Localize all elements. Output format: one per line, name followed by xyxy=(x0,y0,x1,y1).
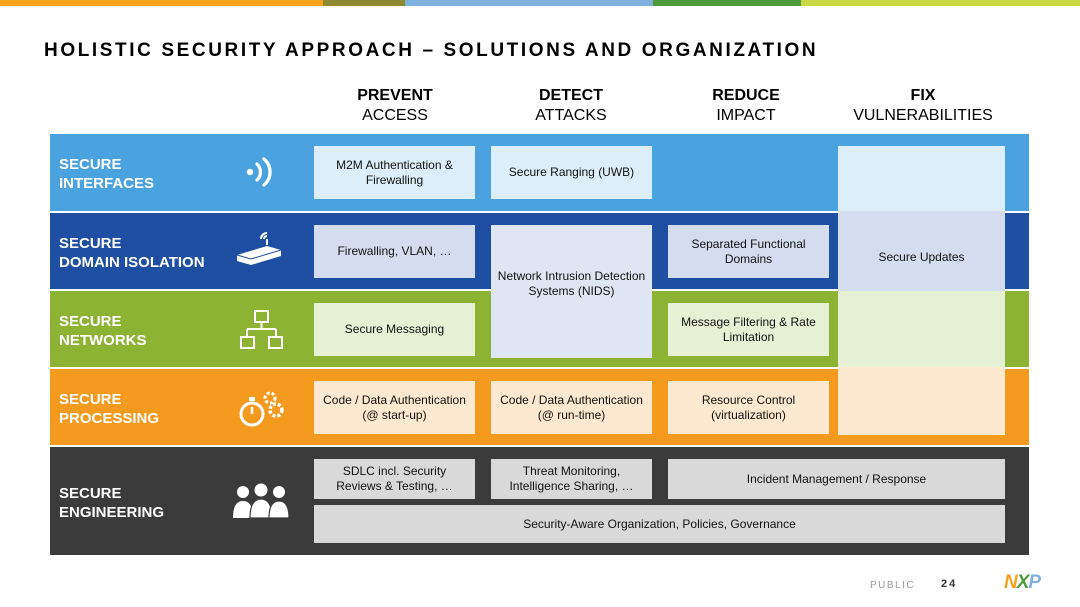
stopwatch-gears-icon xyxy=(239,391,284,427)
cell-threat-monitoring: Threat Monitoring, Intelligence Sharing,… xyxy=(491,459,652,499)
row-label-line2: ENGINEERING xyxy=(59,504,165,521)
top-bar-orange xyxy=(0,0,323,6)
cell-message-filtering: Message Filtering & Rate Limitation xyxy=(668,303,829,356)
row-label-processing: SECURE PROCESSING xyxy=(59,390,159,428)
row-label-interfaces: SECURE INTERFACES xyxy=(59,155,154,193)
logo-letter-p: P xyxy=(1028,572,1041,593)
classification-label: PUBLIC xyxy=(870,580,916,591)
row-label-line2: PROCESSING xyxy=(59,410,160,427)
row-label-line2: NETWORKS xyxy=(59,332,147,349)
top-bar-blue xyxy=(405,0,653,6)
cell-secure-ranging: Secure Ranging (UWB) xyxy=(491,146,652,199)
row-label-domain-isolation: SECURE DOMAIN ISOLATION xyxy=(59,234,205,272)
column-header-line2: VULNERABILITIES xyxy=(853,107,993,124)
column-header-line1: PREVENT xyxy=(357,87,433,104)
row-label-engineering: SECURE ENGINEERING xyxy=(59,484,164,522)
column-header-line2: ATTACKS xyxy=(535,107,607,124)
column-header-detect: DETECT ATTACKS xyxy=(491,86,651,126)
top-bar-green xyxy=(653,0,801,6)
cell-firewalling-vlan: Firewalling, VLAN, … xyxy=(314,225,475,278)
cell-secure-messaging: Secure Messaging xyxy=(314,303,475,356)
cell-separated-domains: Separated Functional Domains xyxy=(668,225,829,278)
cell-secure-updates: Secure Updates xyxy=(838,211,1005,291)
cell-sdlc: SDLC incl. Security Reviews & Testing, … xyxy=(314,459,475,499)
row-label-line2: INTERFACES xyxy=(59,175,155,192)
column-header-line1: DETECT xyxy=(539,87,603,104)
column-header-fix: FIX VULNERABILITIES xyxy=(843,86,1003,126)
row-label-line1: SECURE xyxy=(59,391,122,408)
cell-fix-processing xyxy=(838,367,1005,435)
column-header-line2: IMPACT xyxy=(716,107,776,124)
column-header-line2: ACCESS xyxy=(362,107,428,124)
cell-fix-interfaces xyxy=(838,146,1005,211)
cell-m2m-authentication: M2M Authentication & Firewalling xyxy=(314,146,475,199)
cell-resource-control: Resource Control (virtualization) xyxy=(668,381,829,434)
cell-incident-management: Incident Management / Response xyxy=(668,459,1005,499)
page-title: HOLISTIC SECURITY APPROACH – SOLUTIONS A… xyxy=(44,40,819,61)
cell-network-intrusion-detection: Network Intrusion Detection Systems (NID… xyxy=(491,225,652,358)
row-label-line1: SECURE xyxy=(59,485,122,502)
row-label-line2: DOMAIN ISOLATION xyxy=(59,254,205,271)
cell-code-auth-startup: Code / Data Authentication (@ start-up) xyxy=(314,381,475,434)
row-label-line1: SECURE xyxy=(59,235,122,252)
top-bar-olive xyxy=(323,0,405,6)
router-icon xyxy=(236,232,282,265)
row-label-line1: SECURE xyxy=(59,313,122,330)
cell-code-auth-runtime: Code / Data Authentication (@ run-time) xyxy=(491,381,652,434)
cell-security-aware-organization: Security-Aware Organization, Policies, G… xyxy=(314,505,1005,543)
column-header-reduce: REDUCE IMPACT xyxy=(666,86,826,126)
wireless-signal-icon xyxy=(246,157,272,187)
logo-letter-x: X xyxy=(1016,572,1030,593)
cell-fix-networks xyxy=(838,291,1005,367)
column-header-line1: REDUCE xyxy=(712,87,780,104)
column-header-prevent: PREVENT ACCESS xyxy=(315,86,475,126)
nxp-logo: NXP xyxy=(1004,572,1041,594)
row-label-networks: SECURE NETWORKS xyxy=(59,312,147,350)
team-people-icon xyxy=(233,483,290,519)
row-label-line1: SECURE xyxy=(59,156,122,173)
top-bar-lime xyxy=(801,0,1080,6)
page-number: 24 xyxy=(941,578,958,590)
network-topology-icon xyxy=(240,310,283,349)
column-header-line1: FIX xyxy=(910,87,936,104)
logo-letter-n: N xyxy=(1004,572,1018,593)
